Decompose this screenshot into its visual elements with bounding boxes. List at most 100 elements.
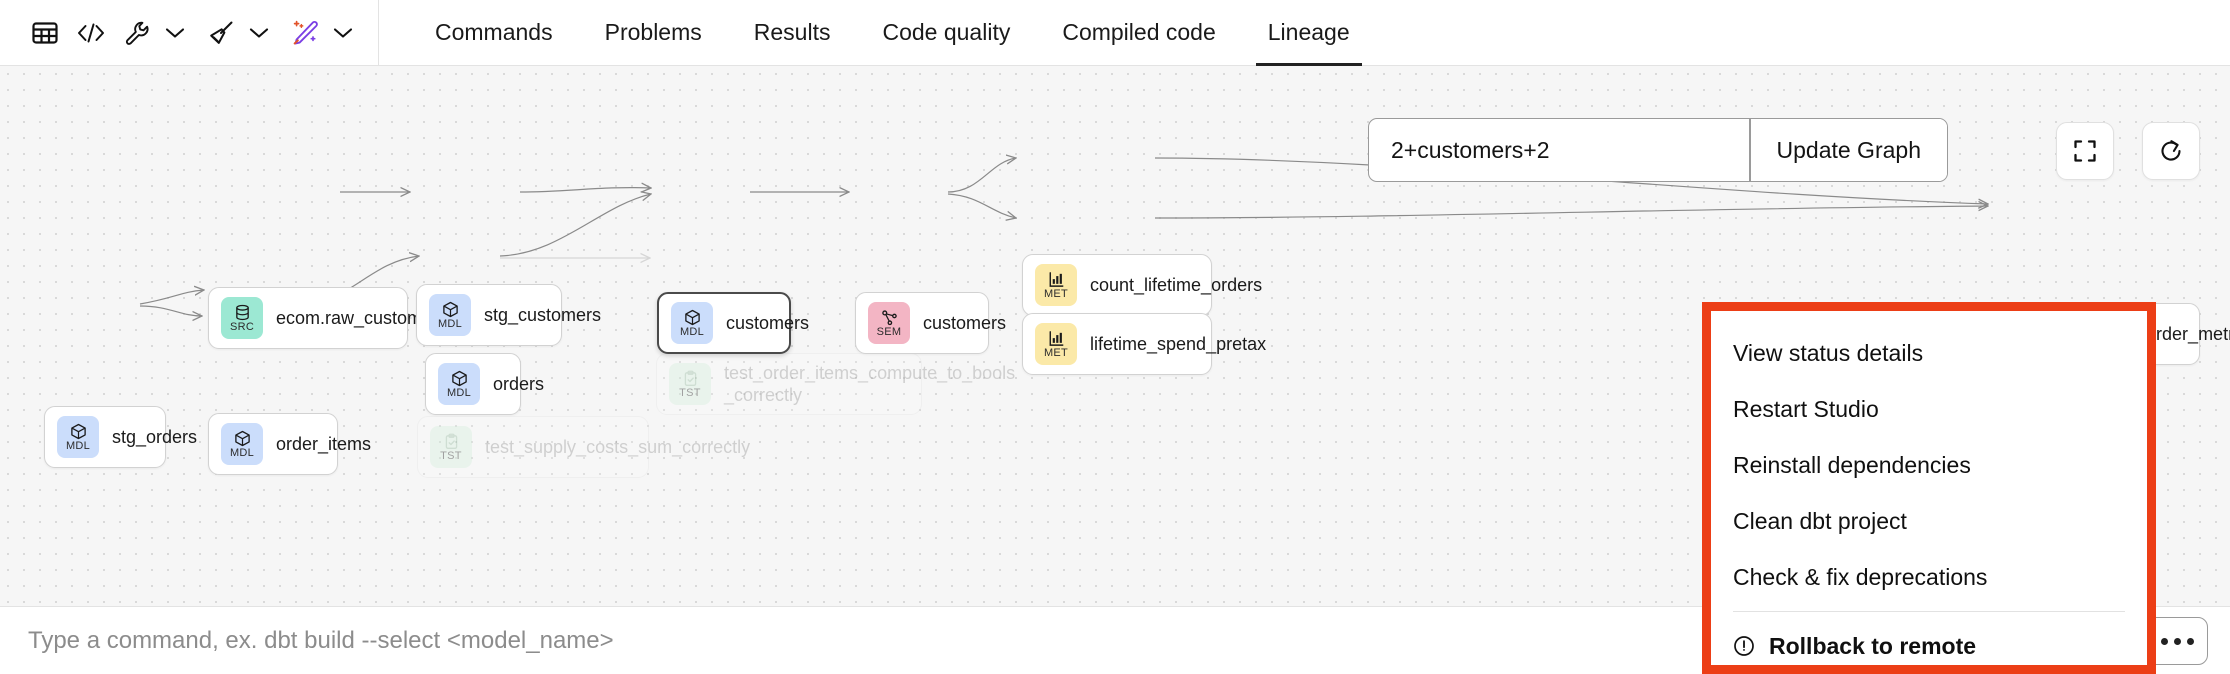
lineage-node-orders[interactable]: MDL orders <box>425 353 544 415</box>
node-type-badge-met: MET <box>1035 264 1077 306</box>
clipboard-icon <box>682 369 699 387</box>
node-type-badge-mdl: MDL <box>671 302 713 344</box>
cube-icon <box>70 422 87 440</box>
table-icon <box>32 21 58 44</box>
menu-item-label: Reinstall dependencies <box>1733 451 1971 478</box>
menu-separator <box>1733 611 2125 612</box>
tools-chevron[interactable] <box>162 13 188 53</box>
badge-type-label: MET <box>1043 347 1069 359</box>
menu-item-clean-dbt-project[interactable]: Clean dbt project <box>1711 493 2147 549</box>
lineage-node-test_supply[interactable]: TST test_supply_costs_sum_correctly <box>417 416 750 478</box>
dot <box>2160 637 2168 645</box>
badge-type-label: MDL <box>679 326 705 338</box>
format-chevron[interactable] <box>246 13 272 53</box>
node-type-badge-mdl: MDL <box>57 416 99 458</box>
menu-item-reinstall-dependencies[interactable]: Reinstall dependencies <box>1711 437 2147 493</box>
bar-chart-icon <box>1048 329 1065 347</box>
badge-type-label: TST <box>440 450 462 462</box>
node-label: test_supply_costs_sum_correctly <box>485 436 751 457</box>
update-graph-button[interactable]: Update Graph <box>1750 119 1947 181</box>
menu-item-label: Rollback to remote <box>1769 632 1977 659</box>
menu-item-check-fix-deprecations[interactable]: Check & fix deprecations <box>1711 549 2147 605</box>
node-label: test_order_items_compute_to_bools _corre… <box>724 362 1016 406</box>
node-label: stg_orders <box>112 426 198 447</box>
semantic-icon <box>881 308 898 326</box>
node-type-badge-mdl: MDL <box>438 363 480 405</box>
cube-icon <box>234 429 251 447</box>
badge-type-label: MDL <box>437 318 463 330</box>
format-button[interactable] <box>200 12 242 54</box>
node-label: ecom.raw_customers <box>276 307 448 328</box>
ai-assist-chevron[interactable] <box>330 13 356 53</box>
node-label: customers <box>923 312 1007 333</box>
bar-chart-icon <box>1048 270 1065 288</box>
lineage-node-ecom_raw_customers[interactable]: SRC ecom.raw_customers <box>208 287 447 349</box>
menu-item-label: Restart Studio <box>1733 395 1879 422</box>
tab-commands[interactable]: Commands <box>435 19 553 45</box>
badge-type-label: SRC <box>229 321 255 333</box>
magic-wand-icon <box>293 20 318 44</box>
wrench-icon <box>125 21 149 45</box>
badge-type-label: MET <box>1043 288 1069 300</box>
lineage-node-stg_orders[interactable]: MDL stg_orders <box>44 406 197 468</box>
tab-results[interactable]: Results <box>753 19 831 45</box>
node-type-badge-sem: SEM <box>868 302 910 344</box>
lineage-node-lifetime_spend[interactable]: MET lifetime_spend_pretax <box>1022 313 1266 375</box>
menu-item-view-status-details[interactable]: View status details <box>1711 325 2147 381</box>
panel-tabs: Commands Problems Results Code quality Compi… <box>379 0 1376 66</box>
node-label: count_lifetime_orders <box>1090 274 1263 295</box>
lineage-node-count_lifetime[interactable]: MET count_lifetime_orders <box>1022 254 1262 316</box>
tab-lineage[interactable]: Lineage <box>1242 0 1376 66</box>
cube-icon <box>442 300 459 318</box>
menu-item-rollback-to-remote[interactable]: Rollback to remote <box>1711 618 2147 674</box>
cube-icon <box>451 369 468 387</box>
command-input[interactable] <box>28 626 1989 655</box>
node-label: orders <box>493 373 545 394</box>
fullscreen-icon <box>2074 140 2096 162</box>
lineage-node-test_order_items[interactable]: TST test_order_items_compute_to_bools _co… <box>656 353 1015 415</box>
code-view-button[interactable] <box>70 12 112 54</box>
node-label: stg_customers <box>484 304 602 325</box>
chevron-down-icon <box>249 27 269 38</box>
editor-tool-group <box>0 0 379 66</box>
menu-item-label: Clean dbt project <box>1733 507 1907 534</box>
tab-code-quality[interactable]: Code quality <box>882 19 1011 45</box>
node-label: lifetime_spend_pretax <box>1090 333 1267 354</box>
node-type-badge-met: MET <box>1035 323 1077 365</box>
menu-item-restart-studio[interactable]: Restart Studio <box>1711 381 2147 437</box>
node-type-badge-mdl: MDL <box>221 423 263 465</box>
dot <box>2186 637 2194 645</box>
tab-problems[interactable]: Problems <box>604 19 702 45</box>
badge-type-label: TST <box>679 387 701 399</box>
broom-icon <box>210 21 233 44</box>
lineage-node-stg_customers[interactable]: MDL stg_customers <box>416 284 601 346</box>
ai-assist-button[interactable] <box>284 12 326 54</box>
chevron-down-icon <box>165 27 185 38</box>
tools-button[interactable] <box>116 12 158 54</box>
alert-circle-icon <box>1733 635 1755 657</box>
node-type-badge-mdl: MDL <box>429 294 471 336</box>
menu-item-label: Check & fix deprecations <box>1733 563 1988 590</box>
code-icon <box>78 23 104 42</box>
more-options-button[interactable] <box>2146 617 2208 665</box>
menu-item-label: View status details <box>1733 339 1924 366</box>
clipboard-icon <box>443 432 460 450</box>
top-toolbar: Commands Problems Results Code quality Compi… <box>0 0 2230 66</box>
chevron-down-icon <box>333 27 353 38</box>
node-type-badge-tst: TST <box>430 426 472 468</box>
dot <box>2173 637 2181 645</box>
tab-compiled-code[interactable]: Compiled code <box>1062 19 1216 45</box>
fit-view-button[interactable] <box>2056 122 2114 180</box>
badge-type-label: SEM <box>876 326 902 338</box>
table-view-button[interactable] <box>24 12 66 54</box>
refresh-graph-button[interactable] <box>2142 122 2200 180</box>
database-icon <box>234 303 251 321</box>
cube-icon <box>684 308 701 326</box>
graph-selector-input[interactable] <box>1369 119 1749 181</box>
lineage-node-customers_sem[interactable]: SEM customers <box>855 292 1006 354</box>
badge-type-label: MDL <box>229 447 255 459</box>
node-type-badge-src: SRC <box>221 297 263 339</box>
